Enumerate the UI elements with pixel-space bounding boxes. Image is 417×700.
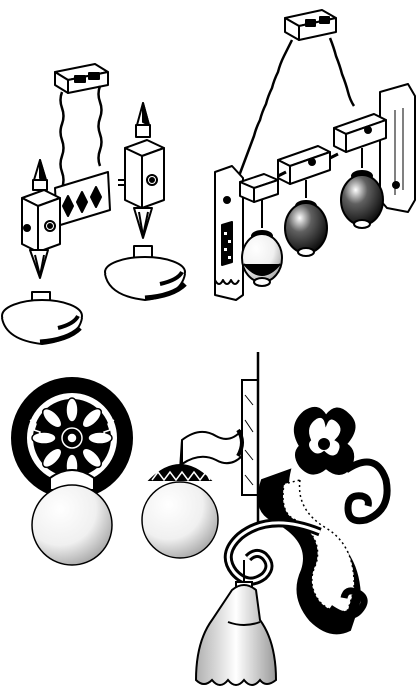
horizontal-beam: [239, 113, 387, 203]
chain-long-left: [230, 39, 294, 197]
left-upright-plank: [214, 165, 244, 301]
globe-bottom-left: [31, 484, 113, 566]
right-upright-plank: [379, 83, 416, 213]
right-finial-box: [118, 102, 165, 239]
ornate-scroll-bracket: [194, 406, 391, 686]
globe-left: [241, 200, 283, 287]
chandelier-three-globes: [214, 9, 416, 301]
left-finial-box: [21, 159, 61, 279]
right-spinning-top-base: [104, 245, 187, 301]
chain-right: [97, 85, 103, 167]
chain-left: [59, 91, 65, 189]
left-spinning-top-base: [1, 291, 83, 345]
diamond-crossbar: [54, 171, 111, 227]
scroll-bottom-curl: [327, 587, 368, 619]
carved-medallion-lamp: [11, 377, 133, 566]
globe-middle: [284, 180, 328, 257]
hanging-lamp-spinning-tops: [1, 63, 187, 345]
ceiling-mount-block: [54, 63, 109, 94]
chain-long-right: [328, 37, 356, 107]
fleur-de-lis-top: [293, 406, 356, 475]
bell-shade: [194, 560, 278, 686]
globe-right: [340, 148, 384, 229]
sunburst-flower: [31, 397, 113, 479]
flag-bracket-lamp: [141, 352, 260, 559]
sawtooth-ring: [29, 419, 115, 442]
flag-bracket: [181, 427, 243, 466]
ceiling-mount-block-right: [284, 9, 337, 41]
lamp-cap: [49, 469, 95, 491]
scroll-right-curl: [344, 458, 391, 525]
globe-bottom-middle: [141, 481, 219, 559]
wall-plate: [241, 379, 259, 496]
